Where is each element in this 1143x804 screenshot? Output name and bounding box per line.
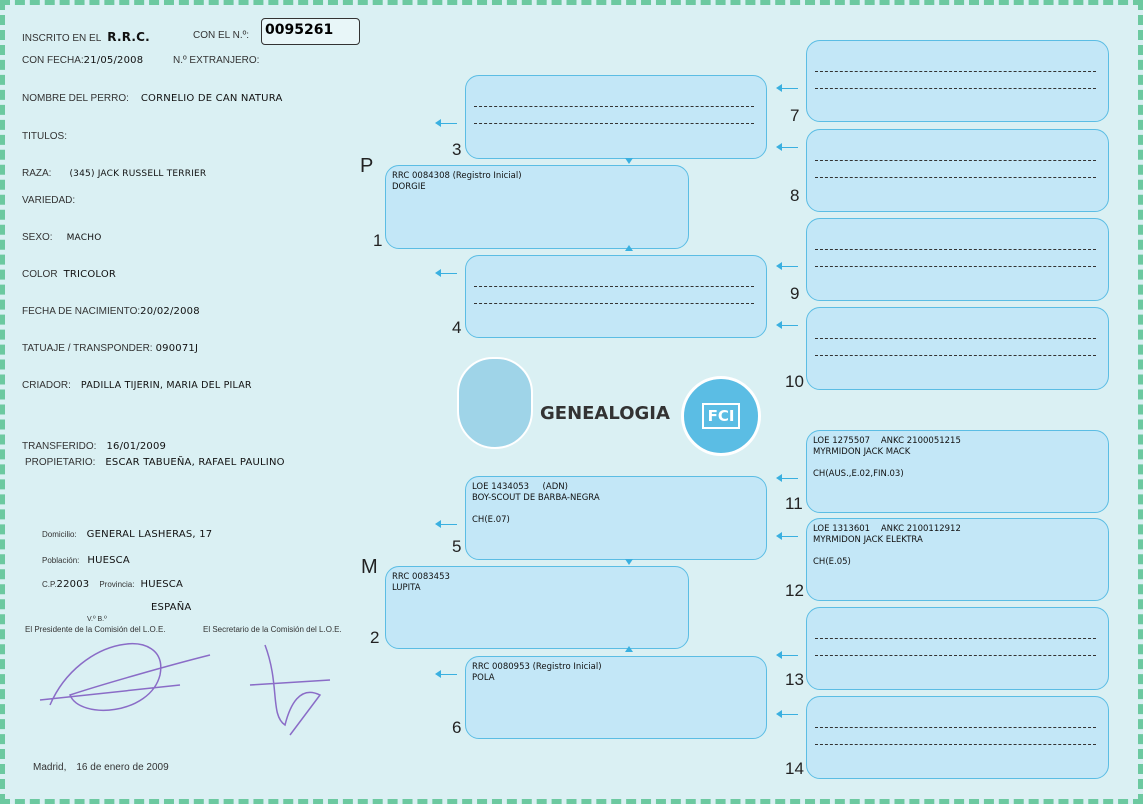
blank-line [815,249,1096,250]
ancestor-number: 14 [785,759,804,778]
blank-line [815,355,1096,356]
domicilio-field: Domicilio:GENERAL LASHERAS, 17 [42,529,213,540]
rsce-logo [457,357,533,449]
padre-marker: P [360,155,374,177]
arrow-up-icon [625,642,633,652]
arrow-left-icon [435,670,457,678]
blank-line [474,106,754,107]
ancestor-text: RRC 0083453 LUPITA [392,572,450,593]
blank-line [474,303,754,304]
ancestor-number: 3 [452,140,462,159]
blank-line [474,286,754,287]
blank-line [815,266,1096,267]
ancestor-box-4 [465,255,767,338]
ancestor-number: 4 [452,318,462,337]
ancestor-number: 10 [785,372,804,391]
registration-number: 0095261 [261,18,360,45]
blank-line [815,638,1096,639]
blank-line [815,177,1096,178]
poblacion-field: Población:HUESCA [42,555,130,566]
ancestor-box-14 [806,696,1109,779]
arrow-left-icon [776,532,798,540]
arrow-left-icon [776,321,798,329]
ancestor-number: 9 [790,284,800,303]
transferido-field: TRANSFERIDO:16/01/2009 [22,441,167,452]
vb-label: V.º B.º [87,616,107,623]
arrow-up-icon [625,241,633,251]
presidente-label: El Presidente de la Comisión del L.O.E. [25,625,166,634]
pais: ESPAÑA [151,602,192,613]
arrow-left-icon [435,119,457,127]
ancestor-text: LOE 1313601 ANKC 2100112912 MYRMIDON JAC… [813,524,961,567]
ancestor-box-8 [806,129,1109,212]
ancestor-box-11: LOE 1275507 ANKC 2100051215 MYRMIDON JAC… [806,430,1109,513]
ancestor-text: RRC 0080953 (Registro Inicial) POLA [472,662,602,683]
ancestor-text: LOE 1275507 ANKC 2100051215 MYRMIDON JAC… [813,436,961,479]
arrow-left-icon [435,269,457,277]
blank-line [815,655,1096,656]
ancestor-number: 6 [452,718,462,737]
ancestor-number: 7 [790,106,800,125]
ancestor-box-2: RRC 0083453 LUPITA [385,566,689,649]
nombre-field: NOMBRE DEL PERRO:CORNELIO DE CAN NATURA [22,93,283,104]
numero-label: CON EL N.º: [193,30,250,41]
blank-line [815,727,1096,728]
ancestor-box-7 [806,40,1109,122]
ancestor-text: LOE 1434053 (ADN) BOY-SCOUT DE BARBA-NEG… [472,482,600,525]
ancestor-box-9 [806,218,1109,301]
variedad-label: VARIEDAD: [22,195,76,206]
blank-line [815,160,1096,161]
ancestor-box-5: LOE 1434053 (ADN) BOY-SCOUT DE BARBA-NEG… [465,476,767,560]
ancestor-number: 5 [452,537,462,556]
ancestor-box-6: RRC 0080953 (Registro Inicial) POLA [465,656,767,739]
secretario-label: El Secretario de la Comisión del L.O.E. [203,625,342,634]
fci-logo: FCI [681,376,761,456]
ancestor-box-1: RRC 0084308 (Registro Inicial) DORGIE [385,165,689,249]
propietario-field: PROPIETARIO:ESCAR TABUEÑA, RAFAEL PAULIN… [25,457,285,468]
ancestor-box-3 [465,75,767,159]
ancestor-box-10 [806,307,1109,390]
date-place: Madrid,16 de enero de 2009 [33,762,169,773]
ancestor-number: 8 [790,186,800,205]
sexo-field: SEXO:MACHO [22,232,102,243]
ancestor-number: 1 [373,231,383,250]
tatuaje-field: TATUAJE / TRANSPONDER:090071J [22,343,199,354]
titulos-label: TITULOS: [22,131,68,142]
ancestor-text: RRC 0084308 (Registro Inicial) DORGIE [392,171,522,192]
arrow-left-icon [776,651,798,659]
ancestor-number: 2 [370,628,380,647]
arrow-left-icon [776,262,798,270]
arrow-down-icon [625,559,633,569]
ancestor-number: 13 [785,670,804,689]
blank-line [815,71,1096,72]
ancestor-number: 11 [785,494,803,513]
extranjero-label: N.º EXTRANJERO: [173,55,260,66]
blank-line [815,744,1096,745]
madre-marker: M [361,556,378,578]
arrow-left-icon [776,474,798,482]
raza-field: RAZA:(345) JACK RUSSELL TERRIER [22,168,207,179]
ancestor-box-13 [806,607,1109,690]
arrow-left-icon [776,710,798,718]
blank-line [474,123,754,124]
ancestor-number: 12 [785,581,804,600]
genealogy-title: GENEALOGIA [540,403,670,424]
arrow-left-icon [776,143,798,151]
nacimiento-field: FECHA DE NACIMIENTO:20/02/2008 [22,306,200,317]
criador-field: CRIADOR:PADILLA TIJERIN, MARIA DEL PILAR [22,380,252,391]
fecha-field: CON FECHA:21/05/2008 [22,55,144,66]
ancestor-box-12: LOE 1313601 ANKC 2100112912 MYRMIDON JAC… [806,518,1109,601]
blank-line [815,338,1096,339]
arrow-left-icon [776,84,798,92]
signatures-image [39,643,331,736]
arrow-down-icon [625,158,633,168]
arrow-left-icon [435,520,457,528]
blank-line [815,88,1096,89]
